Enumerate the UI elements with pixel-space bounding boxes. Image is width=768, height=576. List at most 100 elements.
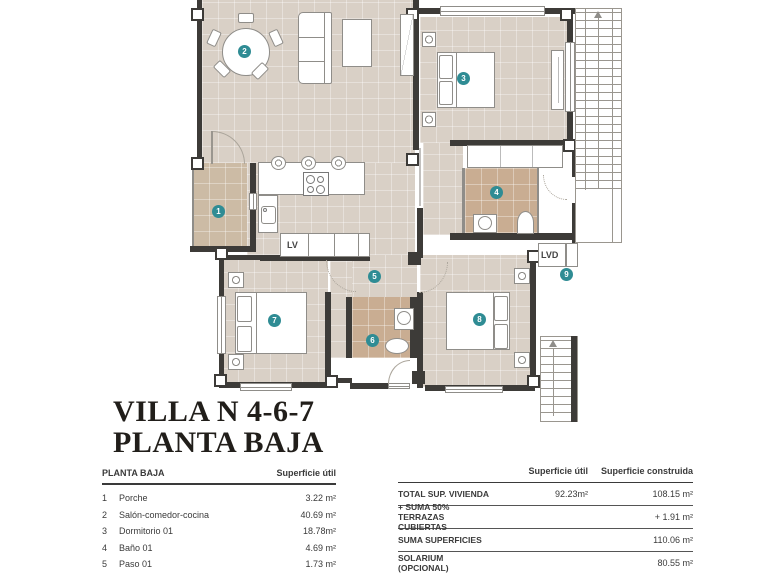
burner	[316, 185, 325, 194]
title-line-1: VILLA N 4-6-7	[113, 395, 315, 428]
pillar	[191, 8, 204, 21]
pillar	[406, 153, 419, 166]
pillar	[215, 247, 228, 260]
dishwasher-label: LV	[287, 240, 298, 250]
table-row: + SUMA 50% TERRAZAS CUBIERTAS + 1.91 m²	[398, 502, 693, 532]
wall	[572, 140, 577, 177]
totals-table: Superficie útil Superficie construida TO…	[398, 466, 693, 574]
room-areas-table: PLANTA BAJA Superficie útil 1 Porche 3.2…	[102, 468, 336, 569]
table-row: 2 Salón-comedor-cocina 40.69 m²	[102, 503, 336, 520]
sliding-door	[419, 148, 421, 206]
pillar	[560, 8, 573, 21]
stair-arrow-icon	[594, 11, 602, 18]
wardrobe	[551, 50, 564, 110]
wall	[572, 203, 577, 246]
pillow	[494, 324, 508, 349]
tv-unit	[400, 14, 414, 76]
pillow	[237, 326, 252, 352]
basin	[478, 216, 492, 230]
row-value: 4.69 m²	[305, 542, 336, 553]
row-value: 18.78m²	[302, 526, 336, 537]
wall	[350, 383, 390, 389]
pillow	[237, 296, 252, 322]
row-num: 1	[102, 493, 108, 504]
wall	[417, 292, 423, 388]
wall	[450, 233, 577, 240]
row-construida: + 1.91 m²	[654, 512, 693, 522]
row-num: 2	[102, 509, 108, 520]
bar-stool	[271, 156, 286, 170]
window	[565, 42, 575, 112]
row-construida: 108.15 m²	[652, 489, 693, 499]
pillow	[439, 55, 453, 79]
table-row: 5 Paso 01 1.73 m²	[102, 553, 336, 569]
wall	[537, 168, 539, 233]
nightstand	[228, 272, 244, 288]
stair-arrow-icon	[549, 340, 557, 347]
row-num: 3	[102, 526, 108, 537]
nightstand	[514, 352, 530, 368]
wall	[222, 255, 326, 260]
wall	[325, 292, 331, 385]
row-construida: 110.06 m²	[653, 535, 693, 545]
nightstand	[228, 354, 244, 370]
wall	[197, 0, 202, 168]
basin	[397, 311, 411, 325]
wall	[250, 210, 256, 252]
sofa	[298, 12, 332, 84]
toilet	[517, 211, 534, 234]
wall	[330, 378, 352, 383]
room-marker-bano-02: 6	[366, 334, 379, 347]
stair-rail	[612, 8, 613, 243]
room-marker-lavadero: 9	[560, 268, 573, 281]
washer-box	[566, 243, 578, 267]
burner	[317, 176, 324, 183]
pillar	[325, 375, 338, 388]
row-num: 5	[102, 558, 108, 569]
table-header: PLANTA BAJA Superficie útil	[102, 468, 336, 485]
header-superficie-construida: Superficie construida	[600, 466, 693, 476]
stair-direction-line	[553, 348, 554, 416]
header-superficie-util: Superficie útil	[276, 468, 336, 478]
room-marker-dormitorio-01: 3	[457, 72, 470, 85]
floor-vestibule	[423, 143, 463, 235]
wall	[462, 168, 465, 233]
bar-stool	[301, 156, 316, 170]
row-construida: 80.55 m²	[657, 558, 693, 568]
wall	[530, 255, 536, 388]
row-util: 92.23m²	[554, 489, 588, 499]
window	[440, 6, 545, 16]
row-num: 4	[102, 542, 108, 553]
row-value: 40.69 m²	[300, 509, 336, 520]
burner	[307, 186, 314, 193]
table-row: 3 Dormitorio 01 18.78m²	[102, 520, 336, 536]
pillar	[408, 252, 421, 265]
pillow	[494, 296, 508, 321]
laundry-label: LVD	[541, 250, 559, 260]
title-line-2: PLANTA BAJA	[113, 426, 324, 459]
floor-porch	[193, 163, 247, 248]
window	[217, 296, 226, 354]
header-superficie-util: Superficie útil	[528, 466, 588, 476]
row-label: TOTAL SUP. VIVIENDA	[398, 489, 490, 499]
pillow	[439, 81, 453, 105]
row-label: SUMA SUPERFICIES	[398, 535, 482, 545]
header-plan-name: PLANTA BAJA	[102, 468, 165, 478]
nightstand	[422, 32, 436, 47]
table-row: SUMA SUPERFICIES 110.06 m²	[398, 528, 693, 551]
row-name: Dormitorio 01	[119, 526, 174, 537]
pillar	[191, 157, 204, 170]
table-row: TOTAL SUP. VIVIENDA 92.23m² 108.15 m²	[398, 482, 693, 505]
row-label: SOLARIUM (OPCIONAL)	[398, 553, 449, 573]
room-marker-bano-01: 4	[490, 186, 503, 199]
pillar	[214, 374, 227, 387]
room-marker-dormitorio-03: 8	[473, 313, 486, 326]
row-name: Paso 01	[119, 558, 153, 569]
wall	[413, 0, 419, 150]
row-value: 1.73 m²	[305, 558, 336, 569]
wall	[192, 163, 194, 249]
wall	[346, 297, 352, 358]
pillar	[412, 371, 425, 384]
table-row: SOLARIUM (OPCIONAL) 80.55 m²	[398, 551, 693, 574]
